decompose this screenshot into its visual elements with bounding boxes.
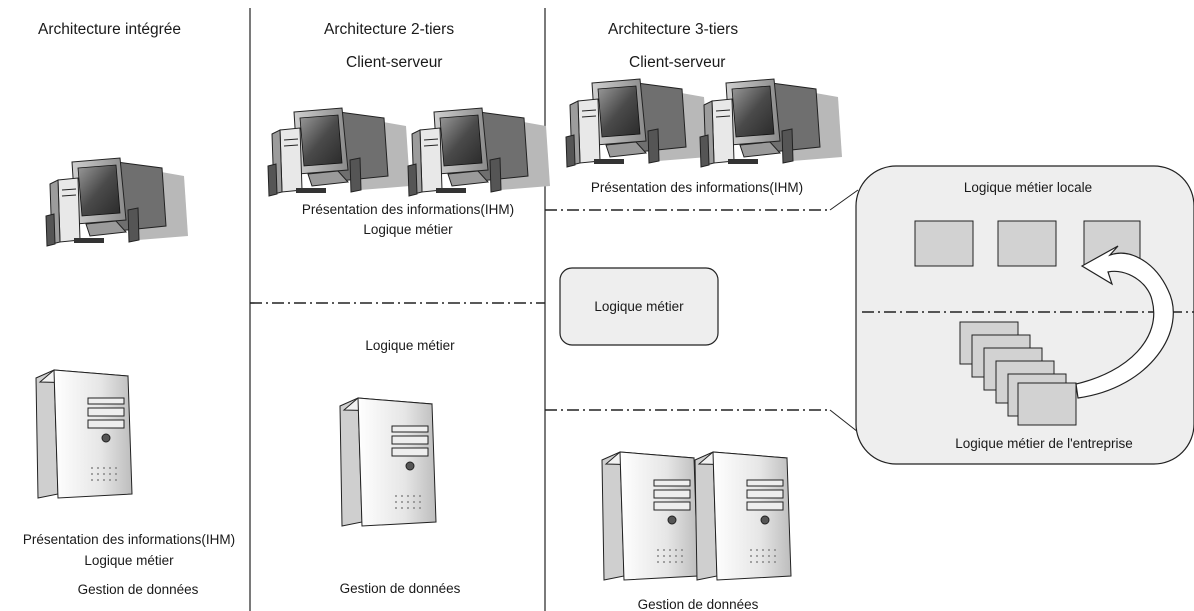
three-tier-data-label: Gestion de données (637, 597, 759, 611)
desktop-computer-icon (45, 157, 189, 247)
integrated-data-label: Gestion de données (77, 582, 199, 597)
connector-top (829, 189, 859, 211)
mainframe-server-icon (35, 369, 133, 499)
two-tier-presentation-label: Présentation des informations(IHM) (301, 202, 515, 217)
enterprise-logic-label: Logique métier de l'entreprise (955, 436, 1133, 451)
client-computer-icon (565, 78, 709, 168)
local-module-2 (997, 220, 1057, 267)
middle-tier-label: Logique métier (594, 299, 684, 314)
integrated-title: Architecture intégrée (38, 21, 182, 38)
three-tier-presentation-label: Présentation des informations(IHM) (590, 180, 804, 195)
client-computer-icon (699, 78, 843, 168)
enterprise-module-stack (959, 321, 1077, 426)
client-computer-icon (267, 107, 411, 197)
client-computer-icon (407, 107, 551, 197)
two-tier-client-logic-label: Logique métier (363, 222, 453, 237)
local-logic-label: Logique métier locale (963, 180, 1093, 195)
middle-tier-box (559, 267, 719, 346)
database-server-icon (694, 451, 792, 581)
two-tier-subtitle: Client-serveur (346, 54, 443, 71)
three-tier-subtitle: Client-serveur (629, 54, 726, 71)
integrated-presentation-label: Présentation des informations(IHM) (22, 532, 236, 547)
three-tier-title: Architecture 3-tiers (608, 21, 739, 38)
database-server-icon (339, 397, 437, 527)
two-tier-data-label: Gestion de données (339, 581, 461, 596)
two-tier-server-logic-label: Logique métier (365, 338, 455, 353)
migration-arrow (1075, 245, 1174, 399)
database-server-icon (601, 451, 699, 581)
two-tier-title: Architecture 2-tiers (324, 21, 455, 38)
integrated-logic-label: Logique métier (84, 553, 174, 568)
local-module-1 (914, 220, 974, 267)
connector-bottom (829, 409, 859, 433)
